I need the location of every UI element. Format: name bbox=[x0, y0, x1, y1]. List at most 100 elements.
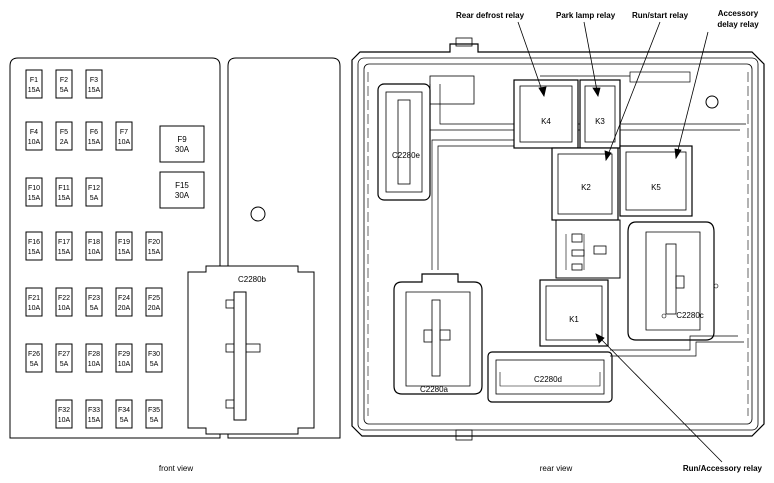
fuse-outline bbox=[55, 121, 73, 151]
relay-k3: K3 bbox=[579, 79, 621, 149]
fuse-id-label: F15 bbox=[175, 181, 189, 190]
fuse-outline bbox=[145, 231, 163, 261]
diode-block bbox=[555, 219, 621, 279]
fuse-rating-label: 15A bbox=[28, 249, 41, 256]
fuse-id-label: F6 bbox=[90, 129, 98, 136]
fuse-outline bbox=[115, 121, 133, 151]
fuse-rating-label: 10A bbox=[118, 139, 131, 146]
connector-label-c2280a: C2280a bbox=[420, 385, 449, 394]
fuse-outline bbox=[25, 69, 43, 99]
fuse-rating-label: 15A bbox=[28, 195, 41, 202]
fuse-id-label: F34 bbox=[118, 407, 130, 414]
fuse-outline bbox=[25, 231, 43, 261]
front-view-panel bbox=[9, 57, 341, 439]
callout-accessory-delay-relay-line2: delay relay bbox=[717, 20, 759, 29]
relay-label-k5: K5 bbox=[651, 183, 661, 192]
fuse-rating-label: 20A bbox=[118, 305, 131, 312]
fuse-rating-label: 5A bbox=[120, 417, 129, 424]
callout-run-accessory-relay: Run/Accessory relay bbox=[683, 464, 763, 473]
connector-c2280a bbox=[393, 273, 483, 395]
front-view-caption: front view bbox=[159, 464, 193, 473]
callout-accessory-delay-relay-line1: Accessory bbox=[718, 9, 759, 18]
relay-k4: K4 bbox=[513, 79, 579, 149]
fuse-outline bbox=[85, 231, 103, 261]
fuse-id-label: F11 bbox=[58, 185, 70, 192]
fuse-rating-label: 15A bbox=[118, 249, 131, 256]
fuse-outline bbox=[115, 287, 133, 317]
fuse-outline bbox=[115, 399, 133, 429]
fuse-outline bbox=[55, 343, 73, 373]
fuse-outline bbox=[25, 287, 43, 317]
fuse-id-label: F18 bbox=[88, 239, 100, 246]
fuse-rating-label: 5A bbox=[60, 87, 69, 94]
fuse-id-label: F10 bbox=[28, 185, 40, 192]
mounting-hole bbox=[250, 206, 266, 222]
fuse-outline bbox=[85, 69, 103, 99]
fuse-outline bbox=[85, 287, 103, 317]
fuse-rating-label: 15A bbox=[58, 195, 71, 202]
fuse-rating-label: 10A bbox=[118, 361, 131, 368]
fuse-id-label: F25 bbox=[148, 295, 160, 302]
fuse-outline bbox=[159, 125, 205, 163]
connector-c2280e bbox=[377, 83, 431, 201]
connector-label-c2280d: C2280d bbox=[534, 375, 562, 384]
fuse-id-label: F30 bbox=[148, 351, 160, 358]
fuse-id-label: F29 bbox=[118, 351, 130, 358]
fuse-rating-label: 10A bbox=[88, 361, 101, 368]
fuse-rating-label: 15A bbox=[28, 87, 41, 94]
fuse-id-label: F12 bbox=[88, 185, 100, 192]
relay-label-k2: K2 bbox=[581, 183, 591, 192]
fuse-rating-label: 10A bbox=[58, 417, 71, 424]
fuse-id-label: F16 bbox=[28, 239, 40, 246]
callout-run-start-relay: Run/start relay bbox=[632, 11, 689, 20]
fuse-id-label: F19 bbox=[118, 239, 130, 246]
fuse-id-label: F32 bbox=[58, 407, 70, 414]
fuse-rating-label: 5A bbox=[60, 361, 69, 368]
connector-c2280d bbox=[487, 351, 613, 403]
fuse-id-label: F17 bbox=[58, 239, 70, 246]
connector-label-c2280c: C2280c bbox=[676, 311, 704, 320]
fuse-rating-label: 15A bbox=[88, 87, 101, 94]
fuse-id-label: F22 bbox=[58, 295, 70, 302]
fuse-id-label: F23 bbox=[88, 295, 100, 302]
fuse-rating-label: 5A bbox=[150, 417, 159, 424]
fuse-rating-label: 5A bbox=[150, 361, 159, 368]
fuse-rating-label: 15A bbox=[88, 417, 101, 424]
relay-label-k1: K1 bbox=[569, 315, 579, 324]
fuse-rating-label: 5A bbox=[30, 361, 39, 368]
fuse-id-label: F33 bbox=[88, 407, 100, 414]
fuse-outline bbox=[85, 177, 103, 207]
fuse-outline bbox=[55, 177, 73, 207]
fuse-outline bbox=[85, 343, 103, 373]
fuse-outline bbox=[145, 399, 163, 429]
fuse-rating-label: 2A bbox=[60, 139, 69, 146]
callout-park-lamp-relay: Park lamp relay bbox=[556, 11, 616, 20]
fuse-outline bbox=[55, 231, 73, 261]
fuse-rating-label: 10A bbox=[28, 139, 41, 146]
fuse-id-label: F24 bbox=[118, 295, 130, 302]
fuse-outline bbox=[145, 287, 163, 317]
fuse-id-label: F1 bbox=[30, 77, 38, 84]
